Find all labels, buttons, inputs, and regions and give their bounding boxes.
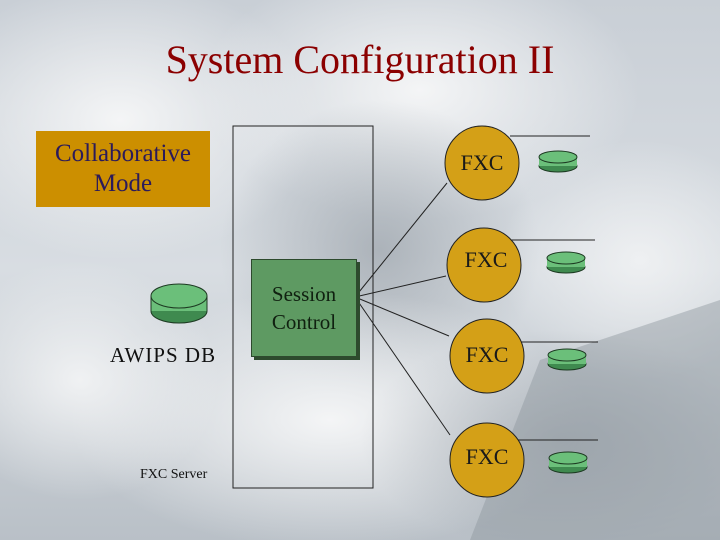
database-disk-icon: [150, 283, 208, 324]
fxc-label-3: FXC: [466, 342, 509, 367]
connector-line: [354, 296, 451, 436]
collaborative-mode-box: Collaborative Mode: [36, 131, 210, 207]
client-disk-icon: [548, 451, 588, 474]
client-disk-icon: [547, 348, 587, 371]
client-disk-icon: [538, 150, 578, 173]
connector-line: [354, 296, 450, 337]
fxc-node-4: [449, 422, 525, 498]
connector-line: [354, 275, 447, 298]
connector-line: [354, 182, 448, 298]
awips-db-label: AWIPS DB: [110, 343, 217, 367]
session-line-1: Session: [271, 282, 337, 306]
fxc-node-1: [444, 125, 520, 201]
mode-line-2: Mode: [93, 170, 153, 197]
fxc-label-1: FXC: [461, 150, 504, 175]
fxc-server-label: FXC Server: [140, 467, 208, 482]
session-control-box: Session Control: [251, 259, 357, 357]
fxc-server-frame: [232, 125, 374, 489]
client-disk-icon: [546, 251, 586, 274]
mode-line-1: Collaborative: [54, 140, 192, 167]
fxc-label-4: FXC: [466, 444, 509, 469]
fxc-label-2: FXC: [465, 247, 508, 272]
fxc-node-2: [446, 227, 522, 303]
fxc-node-3: [449, 318, 525, 394]
slide-title: System Configuration II: [165, 37, 555, 82]
session-line-2: Control: [271, 310, 337, 334]
